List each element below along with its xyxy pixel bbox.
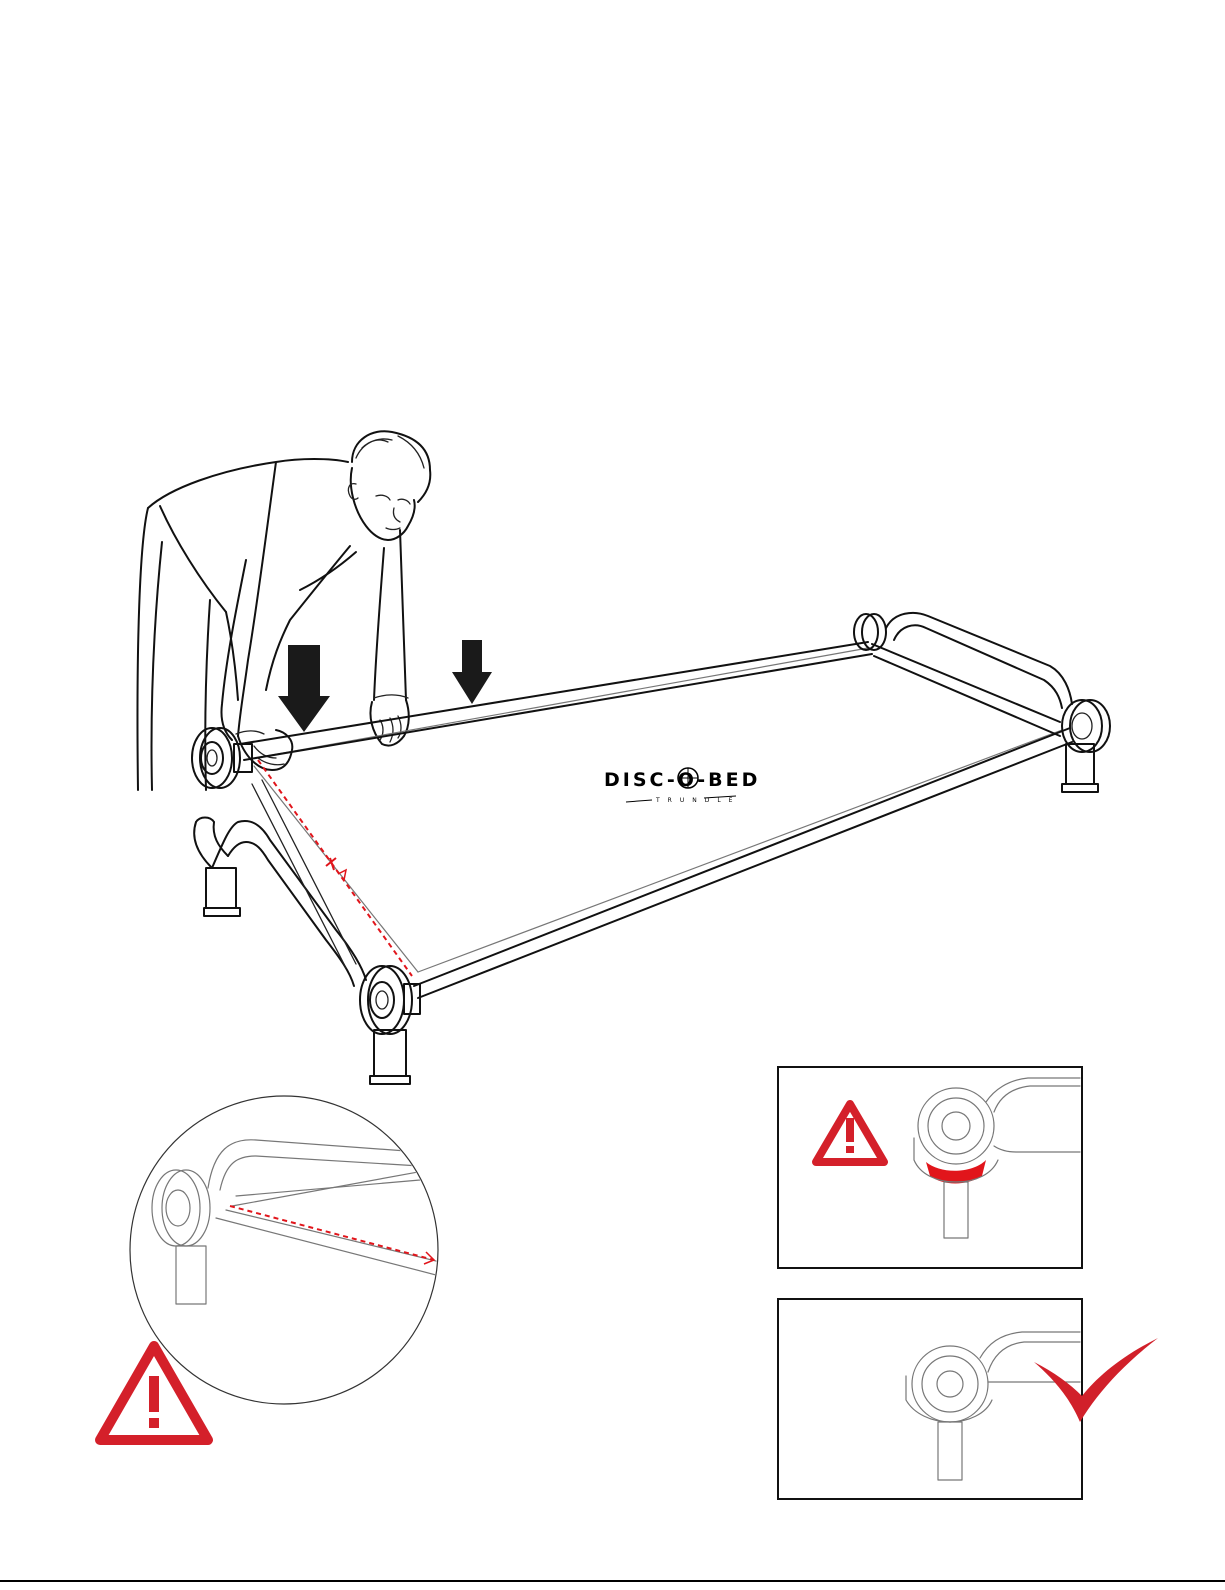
panel-correct-position (778, 1299, 1082, 1499)
leg-front-left (204, 868, 240, 916)
logo-sub: TRUNDLE (655, 797, 740, 804)
leg-front-right (370, 1030, 410, 1084)
logo-main: DISC-O-BED (604, 769, 760, 791)
disco-bed-logo: DISC-O-BED TRUNDLE (604, 768, 760, 804)
down-arrow-icon (452, 640, 492, 704)
disc-back-left (854, 614, 886, 650)
down-arrow-icon (278, 645, 330, 732)
footer-rule (0, 1580, 1225, 1582)
zoom-detail-circle (130, 1096, 440, 1404)
bed-frame (192, 613, 1110, 1084)
panel-wrong-position (778, 1067, 1082, 1268)
disc-left (192, 728, 252, 788)
